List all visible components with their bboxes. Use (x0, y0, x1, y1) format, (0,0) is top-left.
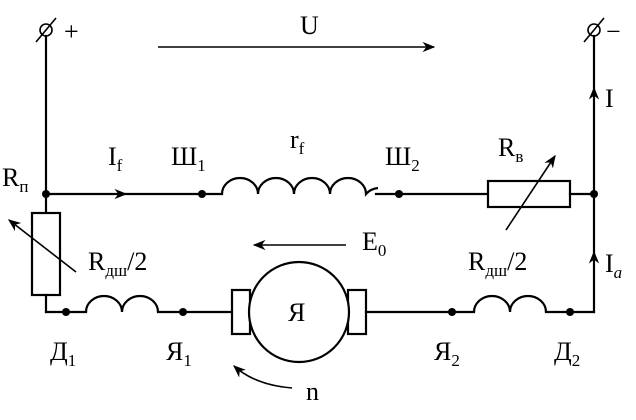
voltage-label: U (300, 11, 319, 40)
shunt-terminal-2-label: Ш2 (385, 142, 420, 175)
regulating-resistor-arrow (505, 154, 556, 231)
emf-label: E0 (362, 227, 386, 260)
terminal-dot-ya2 (448, 308, 456, 316)
armature-label: Я (288, 298, 305, 327)
terminal-dot-sh1 (198, 190, 206, 198)
rotation-label: n (306, 377, 319, 406)
terminal-dot-d2 (566, 308, 574, 316)
armature-terminal-1-label: Я1 (166, 337, 192, 370)
armature-circle (247, 260, 351, 364)
armature-current-label: Ia (605, 249, 622, 282)
junction-left (42, 190, 50, 198)
armature-terminal-2-label: Я2 (434, 337, 460, 370)
minus-sign: − (606, 17, 621, 46)
junction-right (590, 190, 598, 198)
field-resistance-label: rf (290, 125, 305, 158)
line-current-label: I (605, 84, 614, 113)
series-coil-left (84, 294, 160, 313)
start-resistor-label: Rп (2, 163, 28, 196)
shunt-field-coil (220, 176, 379, 197)
terminal-dot-d1 (62, 308, 70, 316)
series-res-left-label: Rдш/2 (88, 247, 147, 280)
plus-sign: + (64, 17, 79, 46)
terminal-dot-sh2 (395, 190, 403, 198)
shunt-terminal-1-label: Ш1 (171, 142, 206, 175)
series-terminal-2-label: Д2 (554, 337, 580, 370)
series-terminal-1-label: Д1 (50, 337, 76, 370)
field-current-label: If (108, 142, 123, 175)
series-coil-right (472, 294, 548, 313)
rotation-arrow (233, 365, 293, 389)
brush-left (230, 288, 252, 336)
starting-resistor (30, 211, 62, 297)
series-res-right-label: Rдш/2 (468, 247, 527, 280)
terminal-dot-ya1 (179, 308, 187, 316)
regulating-resistor-label: Rв (498, 133, 523, 166)
starting-resistor-arrow (7, 219, 77, 273)
brush-right (346, 288, 368, 336)
